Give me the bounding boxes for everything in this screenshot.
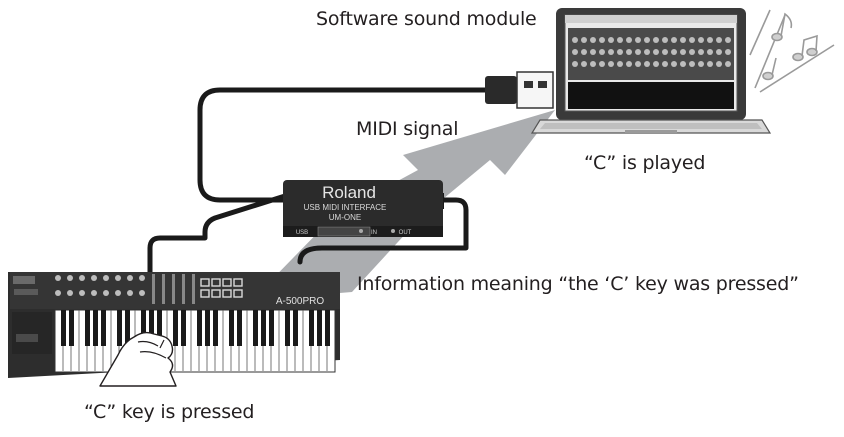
keyboard-knobs (55, 275, 145, 296)
music-notes-icon (749, 9, 835, 93)
interface-model: UM-ONE (329, 213, 361, 222)
midi-keyboard: A-500PRO (8, 272, 340, 378)
midi-signal-label: MIDI signal (356, 118, 459, 140)
interface-brand: Roland (322, 183, 376, 202)
laptop-icon (530, 8, 772, 134)
port-usb-label: USB (296, 230, 308, 236)
hand-icon (99, 331, 177, 387)
midi-cables (147, 87, 495, 285)
software-sound-module-label: Software sound module (316, 8, 537, 30)
keyboard-display (13, 276, 35, 284)
keyboard-model-label: A-500PRO (276, 296, 325, 307)
indicator-light (359, 229, 363, 233)
port-out-label: OUT (399, 230, 412, 236)
c-key-pressed-label: “C” key is pressed (84, 401, 255, 423)
keyboard-black-keys (61, 310, 330, 346)
c-is-played-label: “C” is played (584, 152, 706, 174)
usb-midi-interface: Roland USB MIDI INTERFACE UM-ONE USB IN … (283, 180, 443, 237)
keyboard-sliders (152, 274, 195, 304)
port-in-label: IN (371, 230, 377, 236)
indicator-light (391, 229, 395, 233)
keyboard-pads (200, 278, 243, 298)
interface-name: USB MIDI INTERFACE (304, 203, 387, 212)
usb-plug-icon (485, 71, 554, 109)
information-label: Information meaning “the ‘C’ key was pre… (357, 273, 799, 295)
